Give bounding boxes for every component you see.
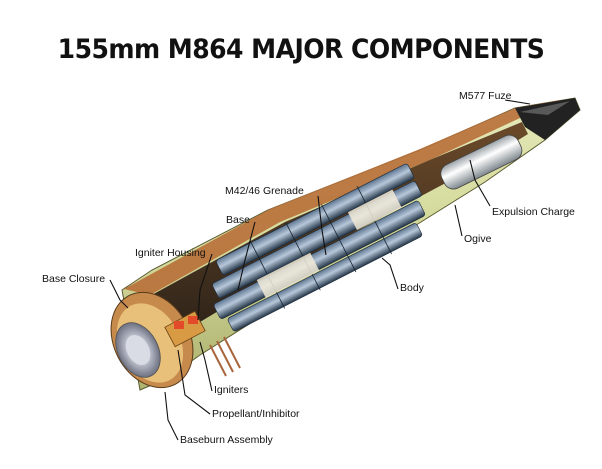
fuze-nose (515, 98, 580, 140)
component-labels: M577 Fuze M42/46 Grenade Expulsion Charg… (42, 90, 575, 446)
base-end (110, 291, 241, 389)
label-m577-fuze: M577 Fuze (459, 90, 512, 102)
label-base-closure: Base Closure (42, 273, 105, 285)
label-propellant-inhibitor: Propellant/Inhibitor (212, 408, 300, 420)
label-grenade: M42/46 Grenade (225, 185, 304, 197)
label-igniter-housing: Igniter Housing (135, 247, 206, 259)
label-igniters: Igniters (214, 384, 248, 396)
label-expulsion-charge: Expulsion Charge (492, 206, 575, 218)
diagram-title: 155mm M864 MAJOR COMPONENTS (57, 34, 545, 65)
label-ogive: Ogive (464, 233, 492, 245)
label-baseburn-assembly: Baseburn Assembly (180, 434, 274, 446)
expulsion-charge-canister (440, 134, 523, 190)
label-body: Body (400, 282, 425, 294)
leader-lines (109, 99, 531, 441)
label-base: Base (226, 214, 250, 226)
grenade-stacks (212, 163, 425, 332)
